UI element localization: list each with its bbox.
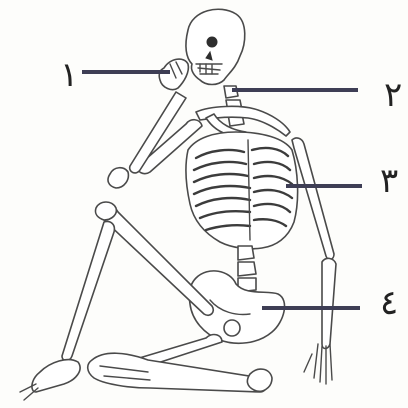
callout-label-2: ٢	[384, 78, 402, 112]
callout-label-3: ٣	[380, 164, 398, 198]
left-hand	[159, 59, 188, 90]
skull	[186, 9, 245, 84]
callout-label-4: ٤	[380, 286, 398, 320]
right-arm	[292, 138, 336, 384]
callout-label-1: ١	[60, 58, 78, 92]
rib-cage	[186, 132, 298, 249]
